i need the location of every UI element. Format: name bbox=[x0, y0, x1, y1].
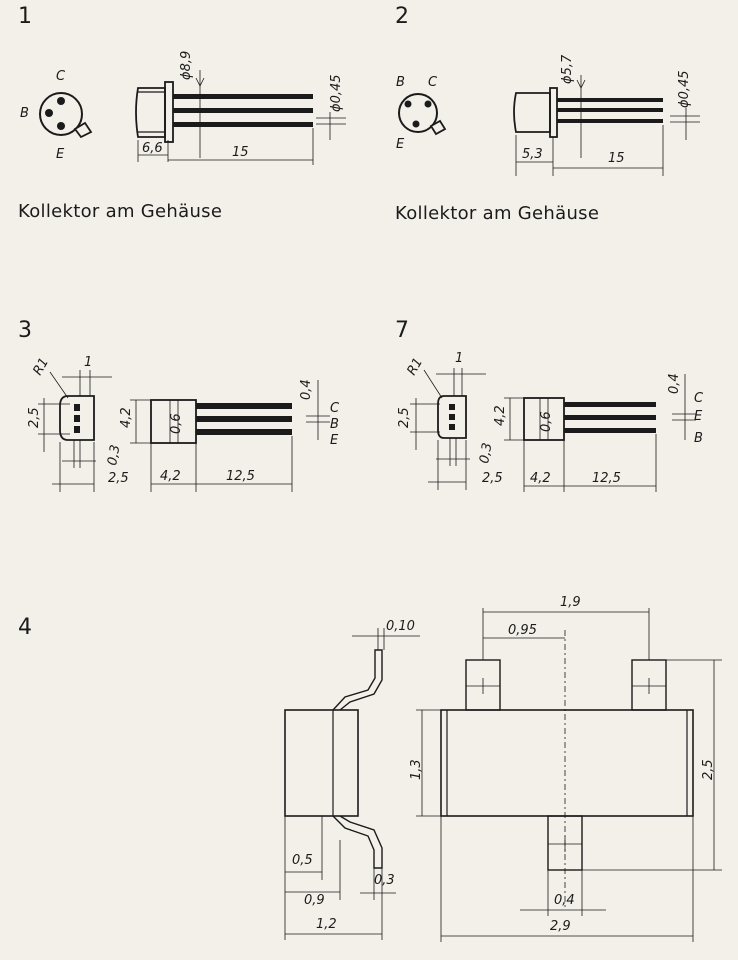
fig4-dim-body-height: 1,3 bbox=[409, 759, 424, 780]
fig4-side-view: 0,10 0,5 0,9 0,3 1,2 bbox=[284, 619, 420, 940]
fig3-side-view: 0,6 4,2 4,2 12,5 0,4 C B E bbox=[119, 379, 340, 492]
fig1-pin-b: B bbox=[20, 106, 29, 121]
caption-figure-2: Kollektor am Gehäuse bbox=[395, 203, 600, 224]
fig1-side-view: ϕ8,9 ϕ0,45 6,6 15 bbox=[135, 51, 346, 165]
fig1-dim-lead-diameter: ϕ0,45 bbox=[329, 74, 344, 112]
fig3-dim-top: 1 bbox=[84, 355, 92, 370]
fig4-dim-pin-width: 0,4 bbox=[554, 893, 575, 908]
fig2-end-view: B C E bbox=[396, 75, 447, 152]
fig7-dim-lead-length: 12,5 bbox=[592, 471, 621, 486]
fig4-dim-offset: 0,95 bbox=[508, 623, 537, 638]
fig3-dim-pin-gap: 0,3 bbox=[105, 444, 123, 467]
fig4-dim-foot: 0,3 bbox=[374, 873, 395, 888]
fig2-side-view: ϕ5,7 ϕ0,45 5,3 15 bbox=[513, 54, 700, 176]
fig2-dim-lead-length: 15 bbox=[608, 151, 625, 166]
fig3-dim-height-left: 2,5 bbox=[27, 407, 42, 428]
figure-2-drawing: B C E ϕ5,7 ϕ0,45 5,3 15 bbox=[396, 54, 700, 176]
fig7-end-view: R1 1 2,5 0,3 2,5 bbox=[397, 351, 503, 490]
fig7-dim-radius: R1 bbox=[404, 356, 426, 378]
figure-number-2: 2 bbox=[395, 4, 409, 29]
figure-7-drawing: R1 1 2,5 0,3 2,5 0,6 bbox=[397, 351, 704, 492]
fig4-dim-half-width: 0,5 bbox=[292, 853, 313, 868]
fig4-dim-total-width: 2,9 bbox=[550, 919, 571, 934]
fig2-pin-e: E bbox=[396, 137, 405, 152]
figure-number-4: 4 bbox=[18, 615, 32, 640]
fig3-dim-lead: 0,4 bbox=[299, 379, 314, 400]
fig3-end-view: R1 1 2,5 0,3 2,5 bbox=[27, 355, 129, 492]
fig1-dim-lead-length: 15 bbox=[232, 145, 249, 160]
fig4-dim-lead-thickness: 0,10 bbox=[386, 619, 415, 634]
fig4-dim-distance: 0,9 bbox=[304, 893, 325, 908]
fig7-dim-top: 1 bbox=[455, 351, 463, 366]
fig3-dim-body-length: 4,2 bbox=[160, 469, 181, 484]
fig2-dim-body-diameter: ϕ5,7 bbox=[560, 54, 575, 84]
fig3-dim-lead-length: 12,5 bbox=[226, 469, 255, 484]
fig2-dim-cap-length: 5,3 bbox=[522, 147, 543, 162]
fig7-dim-inner: 0,6 bbox=[539, 411, 554, 432]
fig2-pin-c: C bbox=[428, 75, 438, 90]
fig1-dim-cap-length: 6,6 bbox=[142, 141, 163, 156]
fig3-dim-body-height: 4,2 bbox=[119, 407, 134, 428]
fig2-pin-b: B bbox=[396, 75, 405, 90]
fig1-dim-body-diameter: ϕ8,9 bbox=[179, 51, 194, 80]
caption-figure-1: Kollektor am Gehäuse bbox=[18, 201, 223, 222]
fig4-dim-total-side: 1,2 bbox=[316, 917, 337, 932]
fig4-top-view: 1,9 0,95 1,3 2,5 0,4 2,9 bbox=[409, 595, 722, 942]
fig4-dim-pitch: 1,9 bbox=[560, 595, 581, 610]
fig7-dim-width-left: 2,5 bbox=[482, 471, 503, 486]
figure-number-3: 3 bbox=[18, 318, 32, 343]
figure-number-7: 7 bbox=[395, 318, 409, 343]
fig7-dim-lead: 0,4 bbox=[667, 373, 682, 394]
figure-number-1: 1 bbox=[18, 4, 32, 29]
fig7-dim-pin-gap: 0,3 bbox=[477, 442, 495, 465]
fig7-pin-c: C bbox=[694, 391, 704, 406]
fig1-pin-e: E bbox=[56, 147, 65, 162]
fig3-dim-radius: R1 bbox=[30, 356, 52, 378]
fig3-dim-width-left: 2,5 bbox=[108, 471, 129, 486]
fig1-end-view: C B E bbox=[20, 69, 93, 162]
fig4-dim-total-height: 2,5 bbox=[701, 759, 716, 780]
fig3-pin-e: E bbox=[330, 433, 339, 448]
fig7-dim-body-height: 4,2 bbox=[493, 405, 508, 426]
fig3-pin-b: B bbox=[330, 417, 339, 432]
fig7-pin-b: B bbox=[694, 431, 703, 446]
figure-4-drawing: 0,10 0,5 0,9 0,3 1,2 bbox=[284, 595, 722, 942]
fig7-side-view: 0,6 4,2 4,2 12,5 0,4 C E B bbox=[493, 373, 704, 492]
figure-3-drawing: R1 1 2,5 0,3 2,5 0,6 bbox=[27, 355, 340, 492]
fig2-dim-lead-diameter: ϕ0,45 bbox=[677, 70, 692, 108]
figure-1-drawing: C B E ϕ8,9 ϕ0,45 bbox=[20, 51, 346, 165]
fig1-pin-c: C bbox=[56, 69, 66, 84]
fig7-dim-body-length: 4,2 bbox=[530, 471, 551, 486]
fig3-pin-c: C bbox=[330, 401, 340, 416]
fig3-dim-inner: 0,6 bbox=[169, 413, 184, 434]
fig7-pin-e: E bbox=[694, 409, 703, 424]
fig7-dim-height-left: 2,5 bbox=[397, 407, 412, 428]
